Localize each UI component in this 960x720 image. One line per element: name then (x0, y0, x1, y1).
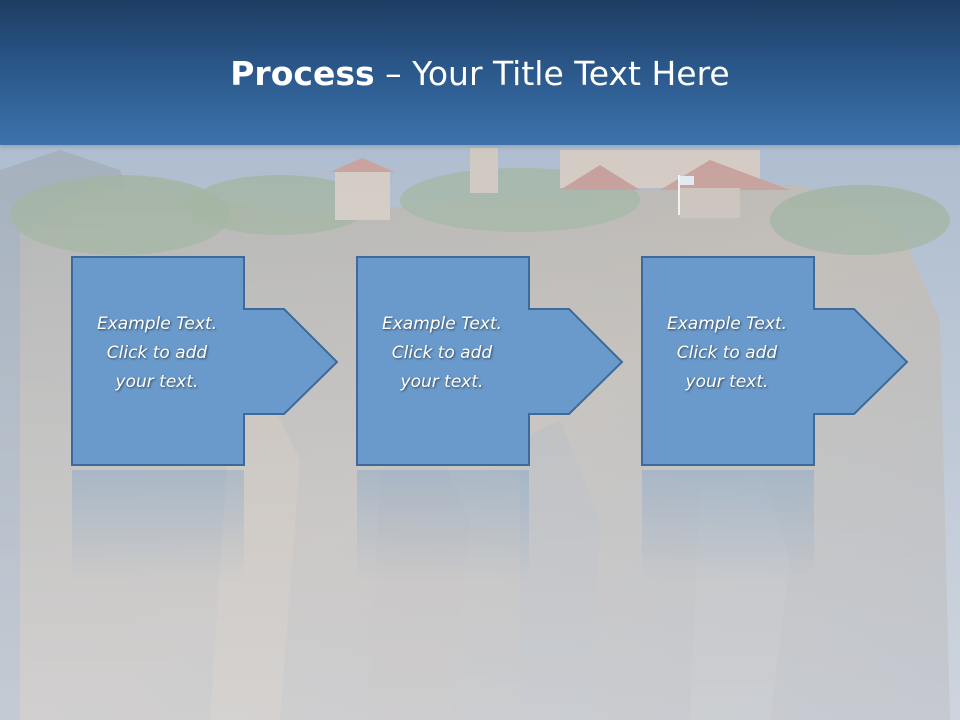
arrow-right-icon (71, 256, 339, 466)
step-line: Example Text. (96, 314, 218, 334)
process-step-2[interactable]: Example Text. Click to add your text. (356, 256, 626, 468)
arrow-right-icon (356, 256, 624, 466)
arrow-right-icon (641, 256, 909, 466)
title-rest: – Your Title Text Here (374, 54, 730, 93)
slide-title[interactable]: Process – Your Title Text Here (0, 52, 960, 96)
step-line: Click to add (106, 343, 208, 363)
step-line: your text. (115, 372, 199, 392)
step-line: Click to add (391, 343, 493, 363)
process-step-1[interactable]: Example Text. Click to add your text. (71, 256, 341, 468)
title-bar: Process – Your Title Text Here (0, 0, 960, 145)
step-line: Example Text. (381, 314, 503, 334)
step-line: your text. (685, 372, 769, 392)
step-text[interactable]: Example Text. Click to add your text. (641, 310, 813, 397)
step-line: Example Text. (666, 314, 788, 334)
step-line: your text. (400, 372, 484, 392)
process-step-3[interactable]: Example Text. Click to add your text. (641, 256, 911, 468)
title-bold: Process (230, 54, 375, 93)
step-text[interactable]: Example Text. Click to add your text. (71, 310, 243, 397)
step-text[interactable]: Example Text. Click to add your text. (356, 310, 528, 397)
step-line: Click to add (676, 343, 778, 363)
